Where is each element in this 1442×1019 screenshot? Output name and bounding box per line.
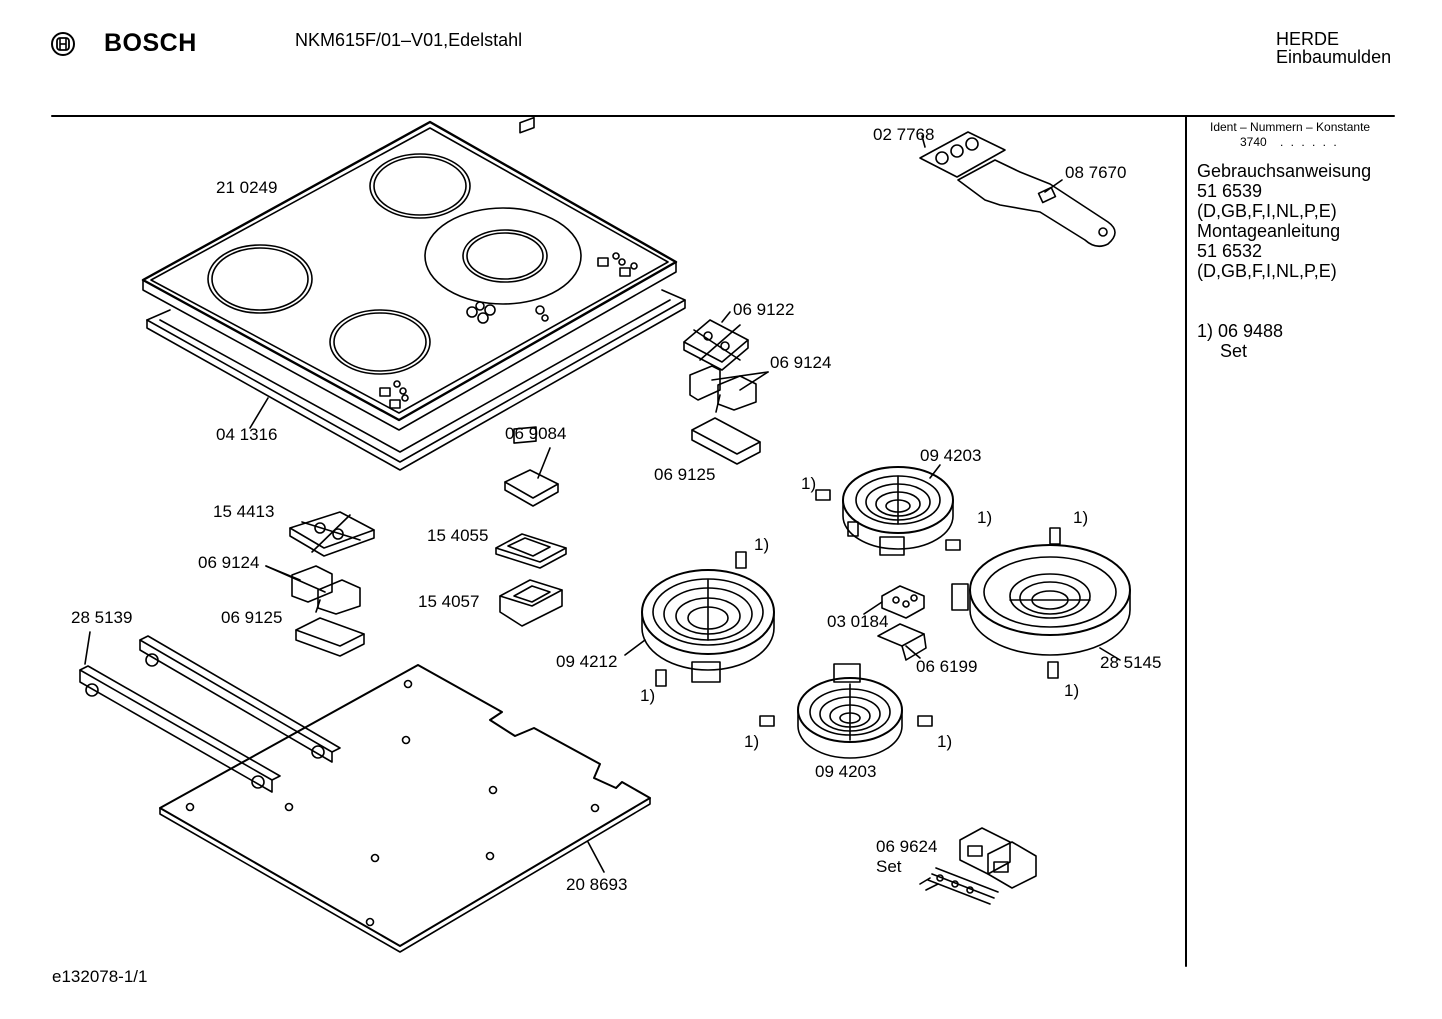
part-label: 09 4203 (920, 446, 982, 465)
footnote-marker: 1) (1073, 508, 1089, 527)
footnote-marker: 1) (937, 732, 953, 751)
part-label: 06 9124 (198, 553, 260, 572)
terminal-block (864, 586, 924, 618)
part-label: 06 9125 (221, 608, 283, 627)
spacer-card (920, 132, 1005, 177)
footnote-marker: 1) (977, 508, 993, 527)
seal-frame (147, 290, 685, 470)
category-line-1: HERDE (1276, 29, 1340, 49)
part-label: 15 4413 (213, 502, 275, 521)
footnote-marker: 1) (754, 535, 770, 554)
category-line-2: Einbaumulden (1276, 47, 1392, 67)
part-label: 06 9084 (505, 424, 567, 443)
switch-bracket-left (296, 600, 364, 656)
cooktop-glass-plate (143, 118, 676, 430)
part-label: 06 9122 (733, 300, 795, 319)
connector-set (920, 828, 1036, 904)
part-label: 04 1316 (216, 425, 278, 444)
tool-handle (958, 160, 1115, 246)
heating-element-left (625, 552, 774, 686)
ident-dots: . . . . . . (1280, 135, 1339, 149)
heating-element-bottom (760, 664, 932, 758)
footnote-marker: 1) (801, 474, 817, 493)
switch-housing-box (500, 580, 562, 626)
doc-line: Gebrauchsanweisung (1197, 161, 1372, 181)
part-label: 28 5139 (71, 608, 133, 627)
bottom-plate (160, 665, 650, 952)
part-label: 09 4203 (815, 762, 877, 781)
doc-line: 51 6539 (1197, 181, 1263, 201)
switch-cover-left (290, 512, 374, 556)
part-label: Set (876, 857, 902, 876)
doc-line: 51 6532 (1197, 241, 1263, 261)
footnote-part: 1) 06 9488 (1197, 321, 1284, 341)
part-label: 15 4057 (418, 592, 480, 611)
heating-element-dual (952, 528, 1130, 678)
part-label: 06 6199 (916, 657, 978, 676)
part-label: 20 8693 (566, 875, 628, 894)
part-label: 28 5145 (1100, 653, 1162, 672)
part-label: 02 7768 (873, 125, 935, 144)
ident-label: Ident – Nummern – Konstante (1210, 120, 1371, 134)
footnote-marker: 1) (1064, 681, 1080, 700)
switch-bracket-top (692, 395, 760, 464)
switch-cover-top (684, 312, 748, 370)
part-label: 09 4212 (556, 652, 618, 671)
brand-name: BOSCH (104, 29, 197, 57)
doc-line: (D,GB,F,I,NL,P,E) (1197, 201, 1337, 221)
footnote-marker: 1) (744, 732, 760, 751)
diagram-code: e132078-1/1 (52, 967, 148, 986)
model-title: NKM615F/01–V01,Edelstahl (295, 30, 523, 50)
mounting-rails (80, 632, 340, 792)
part-label: 15 4055 (427, 526, 489, 545)
heating-element-top (816, 465, 960, 555)
switch-module-pair-left (266, 566, 360, 614)
part-label: 06 9124 (770, 353, 832, 372)
part-label: 06 9125 (654, 465, 716, 484)
footnote-set: Set (1220, 341, 1248, 361)
footnote-marker: 1) (640, 686, 656, 705)
ident-value: 3740 (1240, 135, 1267, 149)
doc-line: Montageanleitung (1197, 221, 1341, 241)
bosch-logo-icon (50, 31, 76, 57)
part-label: 03 0184 (827, 612, 889, 631)
switch-plate (496, 534, 566, 568)
doc-line: (D,GB,F,I,NL,P,E) (1197, 261, 1337, 281)
switch-module-pair-top (690, 366, 768, 410)
part-label: 08 7670 (1065, 163, 1127, 182)
switch-sensor (505, 427, 558, 506)
terminal-bracket (878, 624, 926, 660)
part-label: 21 0249 (216, 178, 278, 197)
part-label: 06 9624 (876, 837, 938, 856)
